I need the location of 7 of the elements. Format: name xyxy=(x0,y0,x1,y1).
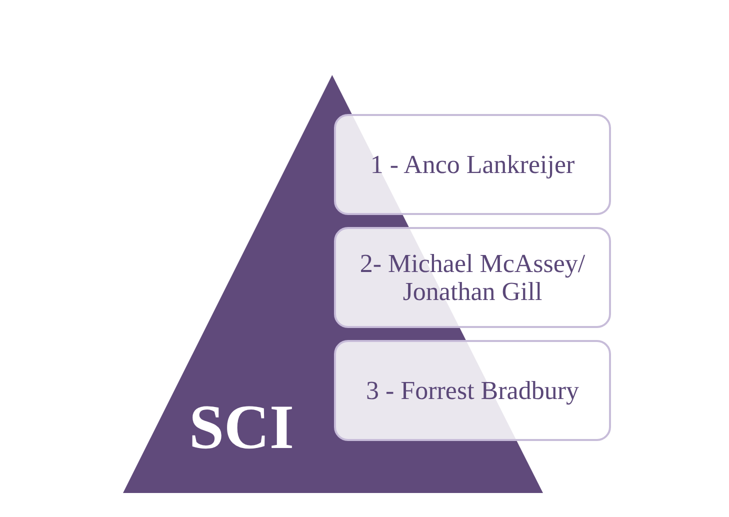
person-name: 1 - Anco Lankreijer xyxy=(370,150,575,178)
person-name: 2- Michael McAssey/ Jonathan Gill xyxy=(358,250,586,305)
pyramid-label: SCI xyxy=(189,396,294,459)
name-card xyxy=(334,227,611,328)
person-name: 3 - Forrest Bradbury xyxy=(366,376,579,404)
name-card xyxy=(334,114,611,215)
name-card xyxy=(334,340,611,441)
